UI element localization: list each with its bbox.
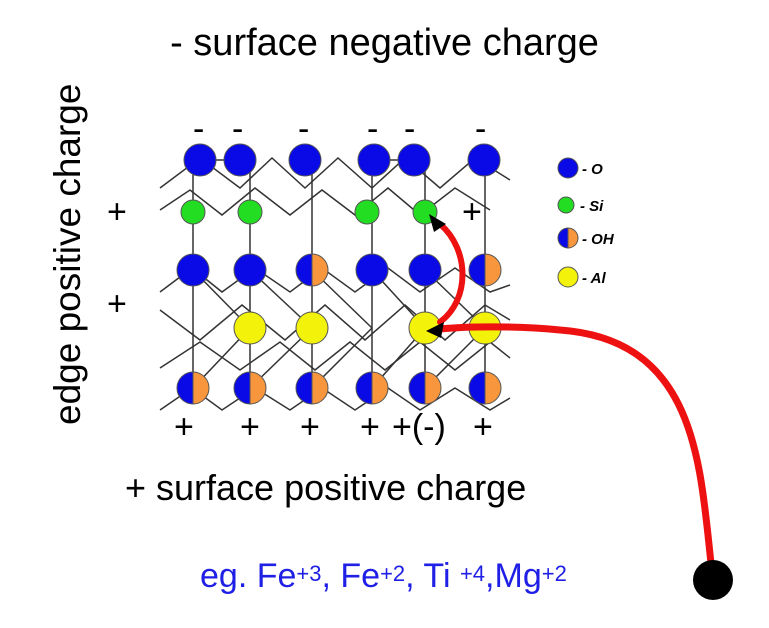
lattice-bonds xyxy=(159,156,511,411)
legend-silicon-label: - Si xyxy=(580,198,604,215)
edge-charge-1: + xyxy=(107,193,127,231)
right-charge: + xyxy=(462,193,482,231)
legend-silicon-icon xyxy=(557,196,575,214)
bottom-charge-6: + xyxy=(473,408,493,446)
example-sep1: , Fe xyxy=(321,557,381,595)
bottom-charge-5: +(-) xyxy=(392,408,446,446)
bottom-title: + surface positive charge xyxy=(125,467,527,508)
bottom-charge-1: + xyxy=(174,408,194,446)
ti-charge: +4 xyxy=(459,561,486,586)
top-charge-5: - xyxy=(404,110,416,148)
cation-example: eg. Fe+3, Fe+2, Ti +4,Mg+2 xyxy=(200,557,567,596)
fe3-charge: +3 xyxy=(296,561,322,586)
oxygen-top-row xyxy=(183,143,501,177)
legend: - O - Si - OH - Al xyxy=(557,157,615,288)
legend-oxygen-label: - O xyxy=(582,161,603,178)
bottom-charge-2: + xyxy=(240,408,260,446)
arrowhead-al xyxy=(426,322,444,338)
bottom-charge-4: + xyxy=(360,408,380,446)
arrowhead-si xyxy=(429,214,446,232)
top-charge-4: - xyxy=(367,110,379,148)
example-prefix: eg. Fe xyxy=(200,557,297,595)
legend-oxygen-icon xyxy=(557,157,579,179)
edge-charge-2: + xyxy=(107,285,127,323)
bottom-charge-3: + xyxy=(300,408,320,446)
example-sep2: , Ti xyxy=(405,557,460,595)
mg-charge: +2 xyxy=(541,561,567,586)
top-charge-1: - xyxy=(193,110,205,148)
diagram-title: - surface negative charge xyxy=(170,22,599,64)
aluminum-row xyxy=(233,311,502,345)
legend-hydroxyl-label: - OH xyxy=(582,231,615,248)
legend-hydroxyl-icon xyxy=(557,227,579,249)
example-sep3: ,Mg xyxy=(485,557,542,595)
substitution-arrow-main xyxy=(436,323,716,576)
cation-source-dot xyxy=(693,560,733,600)
middle-hydroxyl-row xyxy=(295,253,502,287)
silicon-row xyxy=(180,199,438,225)
top-charge-6: - xyxy=(475,110,487,148)
middle-oxygen-row xyxy=(176,253,442,287)
legend-aluminum-icon xyxy=(557,266,579,288)
legend-aluminum-label: - Al xyxy=(582,270,606,287)
top-charge-2: - xyxy=(232,110,244,148)
top-charge-3: - xyxy=(298,110,310,148)
substitution-arrow-si xyxy=(437,221,466,325)
bottom-hydroxyl-row xyxy=(176,371,502,405)
fe2-charge: +2 xyxy=(380,561,406,586)
